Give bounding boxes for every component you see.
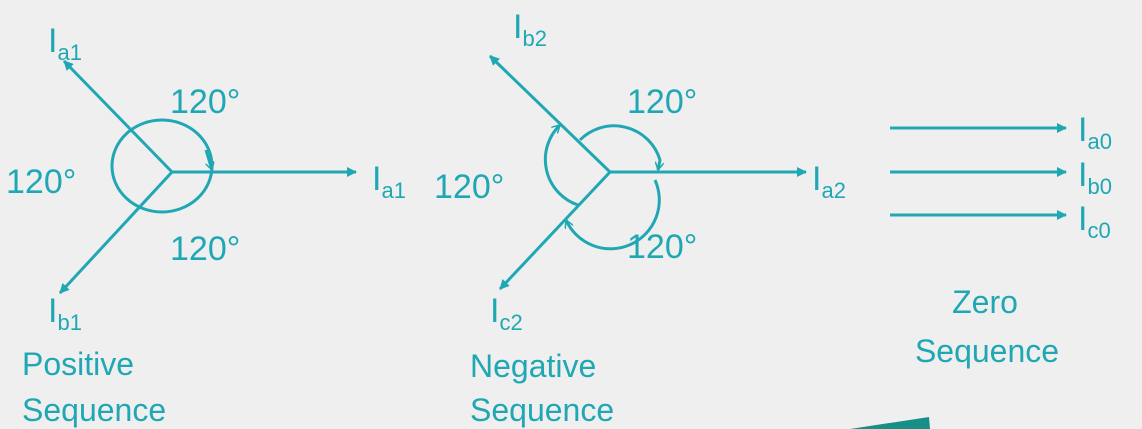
- negative-title-line2: Sequence: [470, 392, 614, 428]
- angle-label-top: 120°: [627, 83, 697, 121]
- rotation-arc-top: [578, 124, 660, 170]
- label-ib0: Ib0: [1078, 156, 1112, 199]
- angle-label-left: 120°: [434, 168, 504, 206]
- positive-sequence-group: Ia1 Ia1 Ib1 120° 120° 120° Positive Sequ…: [6, 22, 406, 428]
- negative-title-line1: Negative: [470, 348, 596, 384]
- zero-title-line1: Zero: [952, 284, 1018, 320]
- zero-sequence-group: Ia0 Ib0 Ic0 Zero Sequence: [890, 111, 1112, 369]
- phasor-arrow-ic2: [498, 170, 612, 291]
- angle-label-bottom: 120°: [170, 230, 240, 268]
- zero-title-line2: Sequence: [915, 333, 1059, 369]
- label-ib2: Ib2: [513, 8, 547, 51]
- rotation-circle: [110, 118, 214, 214]
- label-ic0: Ic0: [1078, 200, 1111, 243]
- label-ia1-right: Ia1: [372, 160, 406, 203]
- label-ic2: Ic2: [490, 292, 523, 335]
- rotation-arc-left: [543, 123, 579, 207]
- phasor-arrow-ia1-up: [62, 59, 174, 174]
- angle-label-left: 120°: [6, 163, 76, 201]
- positive-title-line1: Positive: [22, 346, 134, 382]
- positive-title-line2: Sequence: [22, 392, 166, 428]
- rotation-arrowhead: [204, 149, 212, 170]
- rotation-arc-bottom: [566, 179, 661, 251]
- label-ia2: Ia2: [812, 160, 846, 203]
- negative-sequence-group: Ib2 Ia2 Ic2 120° 120° 120° Negative Sequ…: [434, 8, 846, 428]
- angle-label-bottom: 120°: [627, 228, 697, 266]
- label-ib1: Ib1: [48, 292, 82, 335]
- phasor-arrow-ib2: [488, 54, 612, 174]
- phasor-arrow-ib1: [58, 170, 174, 295]
- decorative-wedge: [850, 417, 930, 429]
- label-ia1-top: Ia1: [48, 22, 82, 65]
- label-ia0: Ia0: [1078, 111, 1112, 154]
- angle-label-top: 120°: [170, 83, 240, 121]
